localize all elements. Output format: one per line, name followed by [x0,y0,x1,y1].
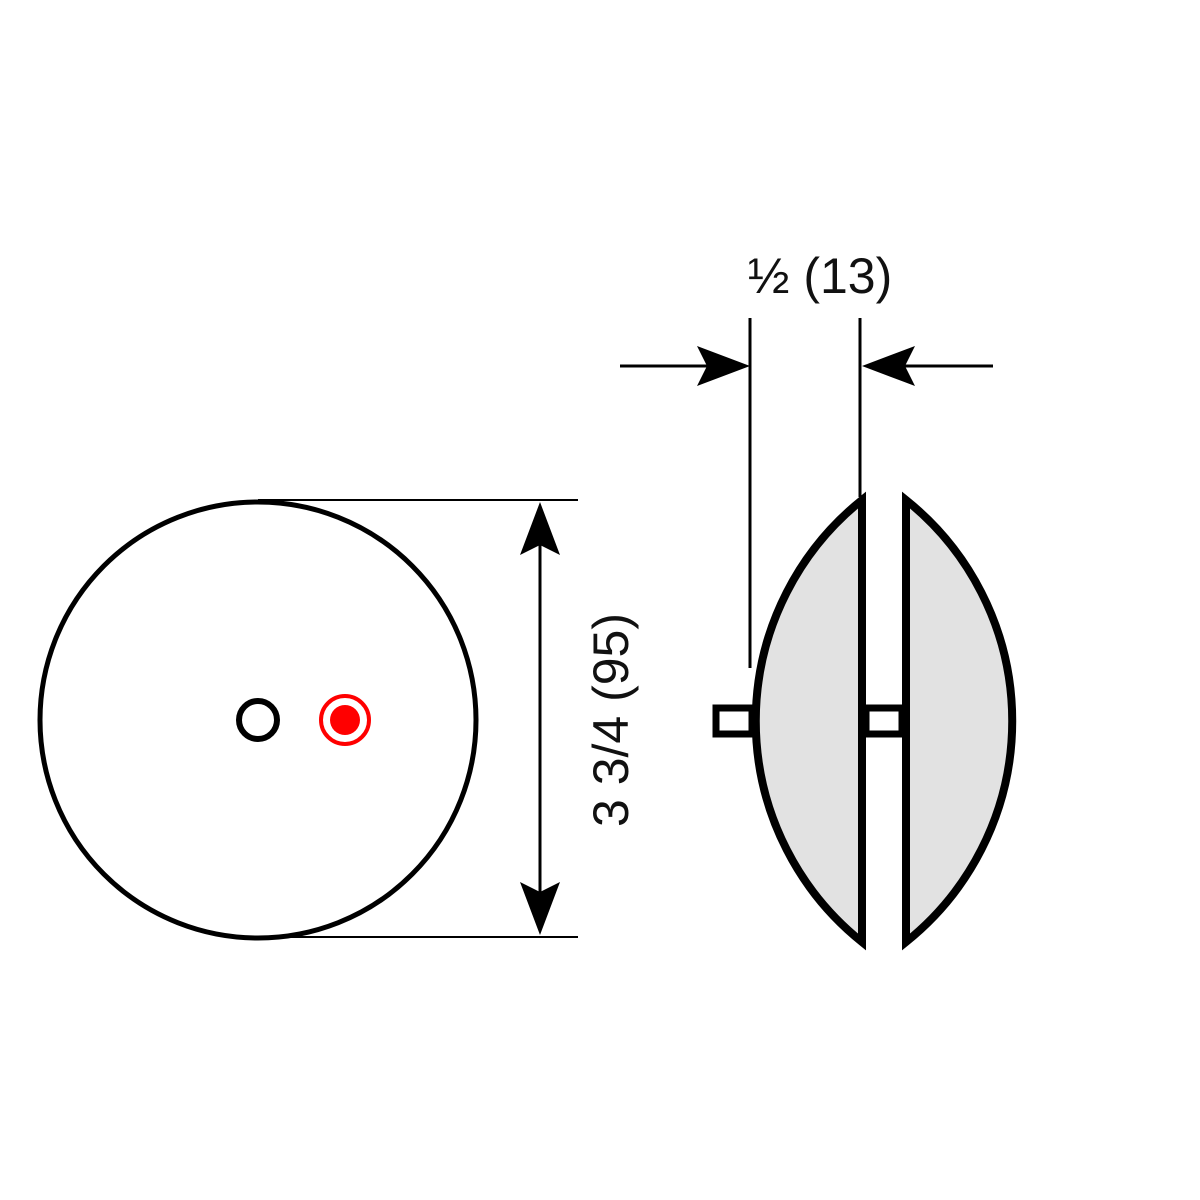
thickness-label: ½ (13) [748,248,893,304]
thickness-dimension: ½ (13) [620,248,993,668]
arrow-left-icon [862,346,915,386]
side-view [712,491,1017,951]
center-hole-icon [236,698,280,742]
arrow-up-icon [520,502,560,555]
right-half [902,491,1017,951]
arrow-right-icon [697,346,750,386]
red-indicator-icon [319,694,371,746]
arrow-down-icon [520,882,560,935]
pin [712,704,906,738]
left-half [751,491,866,951]
diameter-dimension: 3 3/4 (95) [258,499,639,938]
diameter-label: 3 3/4 (95) [583,613,639,827]
front-view [37,499,479,941]
